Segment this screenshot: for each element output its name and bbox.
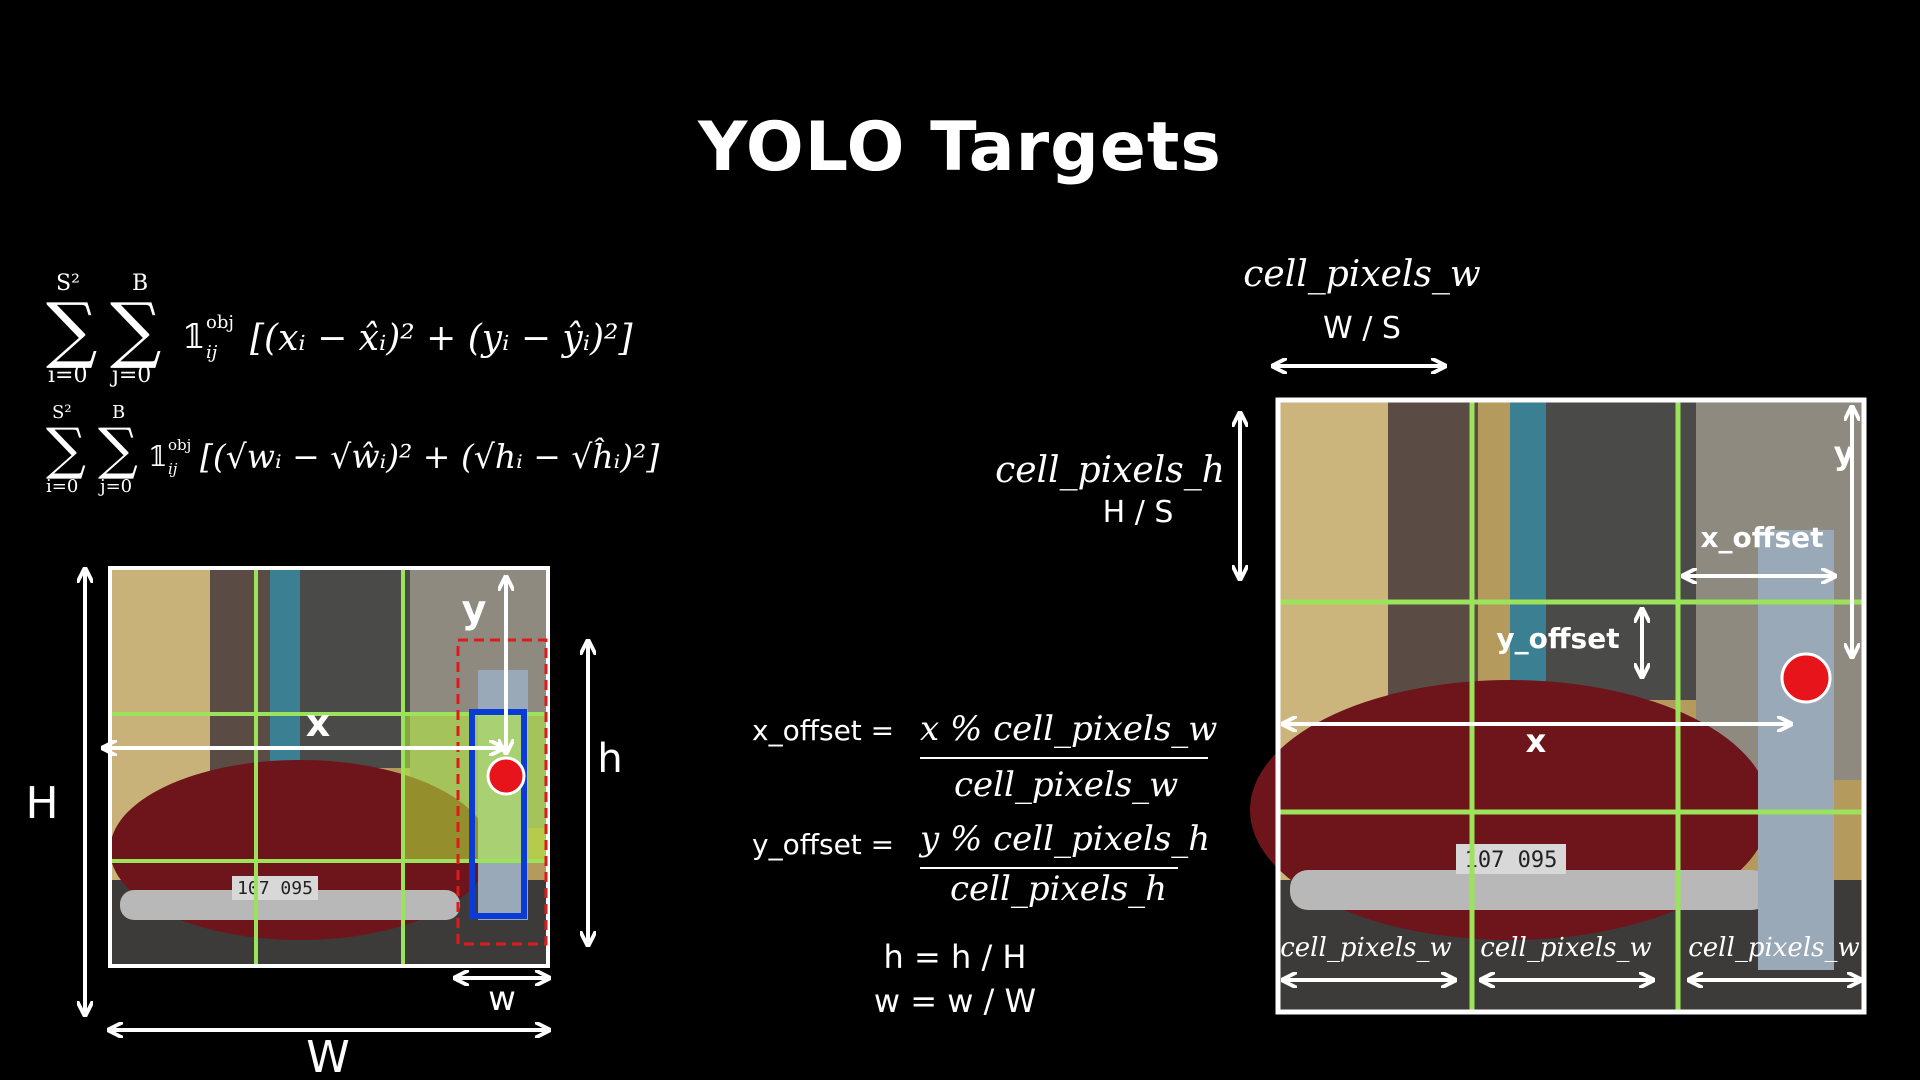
sum2-upper: B [132,271,148,296]
cell-height-label: cell_pixels_h [995,450,1225,491]
loss-line-2: S² ∑ i=0 B ∑ j=0 𝟙 obj ij [(√wᵢ − √ŵᵢ)² … [46,402,659,497]
sum2-upper-2: B [112,402,125,423]
sum2-lower: j=0 [109,363,151,388]
sum1-upper: S² [56,271,80,296]
right-diagram: cell_pixels_w W / S cell_pixels_h H / S … [995,254,1867,1015]
sum1-symbol: ∑ [46,287,97,371]
h-normalization: h = h / H [884,938,1027,976]
label-x: x [1526,722,1547,760]
cell-width-expr: W / S [1323,311,1401,346]
right-image-frame [1275,397,1867,1015]
bottom-cell-label-3: cell_pixels_w [1688,933,1860,963]
right-street-photo: 107 095 [1250,400,1864,1012]
offset-formulas: x_offset = x % cell_pixels_w cell_pixels… [752,709,1217,1020]
object-center-dot [1780,652,1832,704]
bottom-cell-label-2: cell_pixels_w [1480,933,1652,963]
indicator-sup: obj [206,312,234,333]
indicator-sub: ij [206,342,218,363]
label-W: W [306,1032,350,1080]
x-offset-lhs: x_offset = [752,714,894,747]
y-offset-lhs: y_offset = [752,828,894,861]
sum1-upper-2: S² [52,402,72,423]
label-y: y [1834,434,1855,472]
left-image-frame [108,566,550,968]
sum2-lower-2: j=0 [98,476,132,497]
bottom-cell-label-1: cell_pixels_w [1280,933,1452,963]
cell-width-label: cell_pixels_w [1243,254,1481,295]
sum2-symbol: ∑ [110,287,161,371]
license-plate [232,876,318,900]
x-offset-numerator: x % cell_pixels_w [920,709,1217,749]
y-offset-denominator: cell_pixels_h [950,869,1167,909]
label-H: H [25,778,58,829]
loss-term-xy: [(xᵢ − x̂ᵢ)² + (yᵢ − ŷᵢ)²] [250,318,633,359]
loss-term-wh: [(√wᵢ − √ŵᵢ)² + (√hᵢ − √ĥᵢ)²] [200,436,659,476]
label-h: h [597,736,622,782]
left-diagram: 107 095 H W x y h w [25,566,623,1080]
object-center-dot [486,756,526,796]
y-offset-numerator: y % cell_pixels_h [918,819,1210,859]
ground-truth-dashed-box [456,638,548,946]
label-y: y [462,587,487,631]
person-shape [1758,530,1834,970]
indicator-sub-2: ij [168,460,178,478]
license-plate-text: 107 095 [1465,848,1558,873]
right-grid [1278,400,1864,1012]
sum2-symbol-2: ∑ [98,417,138,482]
sum1-lower: i=0 [48,363,87,388]
loss-formula-block: S² ∑ i=0 B ∑ j=0 𝟙 obj ij [(xᵢ − x̂ᵢ)² +… [46,271,659,497]
cell-height-expr: H / S [1103,495,1174,530]
license-plate-text: 107 095 [237,878,313,899]
label-x: x [306,701,331,745]
label-x-offset: x_offset [1700,521,1823,554]
indicator-sup-2: obj [168,436,191,454]
w-normalization: w = w / W [874,982,1036,1020]
slide-title: YOLO Targets [698,108,1222,187]
label-w: w [488,979,516,1019]
sum1-symbol-2: ∑ [46,417,86,482]
x-offset-denominator: cell_pixels_w [954,765,1178,805]
indicator-symbol: 𝟙 [182,317,206,357]
sum1-lower-2: i=0 [46,476,78,497]
label-y-offset: y_offset [1496,622,1619,655]
loss-line-1: S² ∑ i=0 B ∑ j=0 𝟙 obj ij [(xᵢ − x̂ᵢ)² +… [46,271,633,388]
indicator-symbol-2: 𝟙 [148,440,167,473]
